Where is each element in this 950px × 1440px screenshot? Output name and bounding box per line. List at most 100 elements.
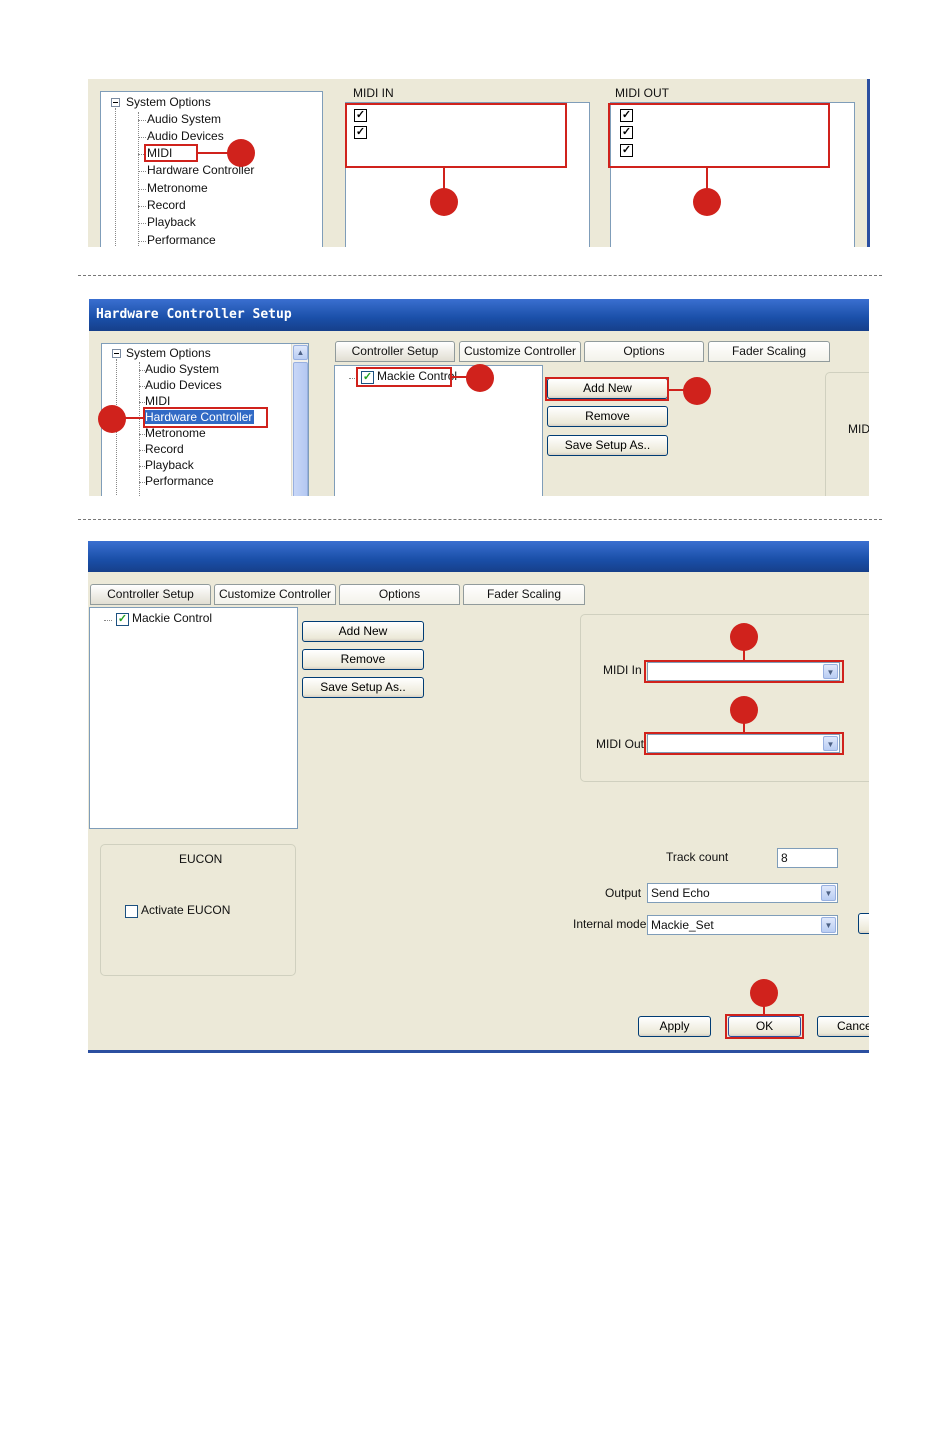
title-bar: Hardware Controller Setup [89,299,869,331]
scroll-thumb[interactable] [293,362,308,496]
collapse-minus-icon[interactable] [111,98,120,107]
midi-out-label: MIDI Out [596,737,645,751]
checkbox-icon[interactable]: ✓ [116,613,129,626]
tree-item-playback[interactable]: Playback [145,458,194,472]
output-select[interactable]: Send Echo ▼ [647,883,838,903]
tree-root-system-options[interactable]: System Options [126,346,211,360]
callout-box-midi-in-select [644,660,844,683]
activate-eucon-checkbox[interactable] [125,905,138,918]
window-title: Hardware Controller Setup [96,307,292,322]
internal-mode-select[interactable]: Mackie_Set ▼ [647,915,838,935]
dashed-separator [78,275,882,276]
tree-item-performance[interactable]: Performance [147,233,216,247]
callout-box-midi-in [345,103,567,168]
internal-mode-value: Mackie_Set [651,918,714,932]
hardware-controller-setup-window: Hardware Controller Setup System Options… [89,299,869,496]
options-tree: System Options Audio System Audio Device… [100,91,323,247]
tab-controller-setup[interactable]: Controller Setup [335,341,455,362]
output-value: Send Echo [651,886,710,900]
checkbox-icon[interactable]: ✓ [354,126,367,139]
callout-box-add-new [545,377,669,401]
add-new-button[interactable]: Add New [302,621,424,642]
callout-dot [730,696,758,724]
controller-setup-window: Controller Setup Customize Controller Op… [88,541,869,1053]
callout-dot [98,405,126,433]
add-new-button[interactable]: Add New [547,378,668,399]
tree-item-record[interactable]: Record [147,198,186,212]
callout-dot [430,188,458,216]
title-bar [88,541,869,572]
tree-item-metronome[interactable]: Metronome [147,181,208,195]
tab-options[interactable]: Options [339,584,460,605]
midi-in-list: ✓ ✓ [345,102,590,247]
output-label: Output [605,886,642,900]
remove-button[interactable]: Remove [302,649,424,670]
checkbox-icon[interactable]: ✓ [620,126,633,139]
options-tree: System Options Audio System Audio Device… [101,343,309,496]
midi-in-heading: MIDI IN [353,86,394,100]
tree-item-audio-system[interactable]: Audio System [145,362,220,376]
midi-in-select[interactable]: ▼ [647,662,840,681]
tab-customize-controller[interactable]: Customize Controller [459,341,581,362]
callout-dot [683,377,711,405]
window-edge [867,79,870,247]
checkbox-icon[interactable]: ✓ [620,109,633,122]
midi-out-select[interactable]: ▼ [647,734,840,753]
dashed-separator [78,519,882,520]
ok-button[interactable]: OK [728,1016,801,1037]
tree-item-midi[interactable]: MIDI [145,394,171,408]
internal-mode-label: Internal mode [573,917,647,931]
tree-item-playback[interactable]: Playback [147,215,196,229]
tree-item-hardware-controller[interactable]: Hardware Controller [143,410,255,424]
save-setup-button[interactable]: Save Setup As.. [547,435,668,456]
midi-group-box [825,372,869,496]
controller-item-mackie[interactable]: Mackie Control [132,611,213,625]
save-setup-button[interactable]: Save Setup As.. [302,677,424,698]
tab-fader-scaling[interactable]: Fader Scaling [708,341,830,362]
midi-in-label: MIDI In [603,663,642,677]
collapse-minus-icon[interactable] [112,349,121,358]
tab-fader-scaling[interactable]: Fader Scaling [463,584,585,605]
midi-out-heading: MIDI OUT [615,86,669,100]
activate-eucon-label[interactable]: Activate EUCON [141,903,231,917]
tree-item-audio-devices[interactable]: Audio Devices [145,378,222,392]
controller-list: ✓ Mackie Control [89,607,298,829]
tree-root-system-options[interactable]: System Options [126,95,211,109]
tree-item-metronome[interactable]: Metronome [145,426,206,440]
checkbox-icon[interactable]: ✓ [620,144,633,157]
partial-button[interactable] [858,913,869,934]
callout-box-midi-out-select [644,732,844,755]
cancel-button[interactable]: Cance [817,1016,869,1037]
midi-partial-label: MID [848,422,869,436]
checkbox-icon[interactable]: ✓ [361,371,374,384]
tree-item-record[interactable]: Record [145,442,184,456]
tree-item-hardware-controller[interactable]: Hardware Controller [147,163,255,177]
tab-controller-setup[interactable]: Controller Setup [90,584,211,605]
checkbox-icon[interactable]: ✓ [354,109,367,122]
tab-customize-controller[interactable]: Customize Controller [214,584,336,605]
dropdown-arrow-icon[interactable]: ▼ [821,885,836,901]
callout-box-hardware-controller [143,407,268,428]
dropdown-arrow-icon[interactable]: ▼ [821,917,836,933]
tree-item-audio-system[interactable]: Audio System [147,112,222,126]
dropdown-arrow-icon[interactable]: ▼ [823,664,838,679]
remove-button[interactable]: Remove [547,406,668,427]
callout-box-mackie-control [356,367,452,387]
callout-box-ok [725,1014,804,1039]
tree-item-performance[interactable]: Performance [145,474,214,488]
track-count-input[interactable]: 8 [777,848,838,868]
track-count-label: Track count [666,850,729,864]
tab-options[interactable]: Options [584,341,704,362]
dropdown-arrow-icon[interactable]: ▼ [823,736,838,751]
midi-options-panel: System Options Audio System Audio Device… [88,79,870,247]
eucon-group-box [100,844,296,976]
controller-item-mackie[interactable]: Mackie Control [377,369,458,383]
tree-item-audio-devices[interactable]: Audio Devices [147,129,224,143]
tree-scrollbar[interactable]: ▲ [291,344,308,496]
tree-item-midi[interactable]: MIDI [147,146,173,160]
scroll-up-arrow-icon[interactable]: ▲ [293,345,308,360]
window-bottom-border [88,1050,869,1053]
midi-group-box [580,614,869,782]
callout-dot [466,364,494,392]
apply-button[interactable]: Apply [638,1016,711,1037]
